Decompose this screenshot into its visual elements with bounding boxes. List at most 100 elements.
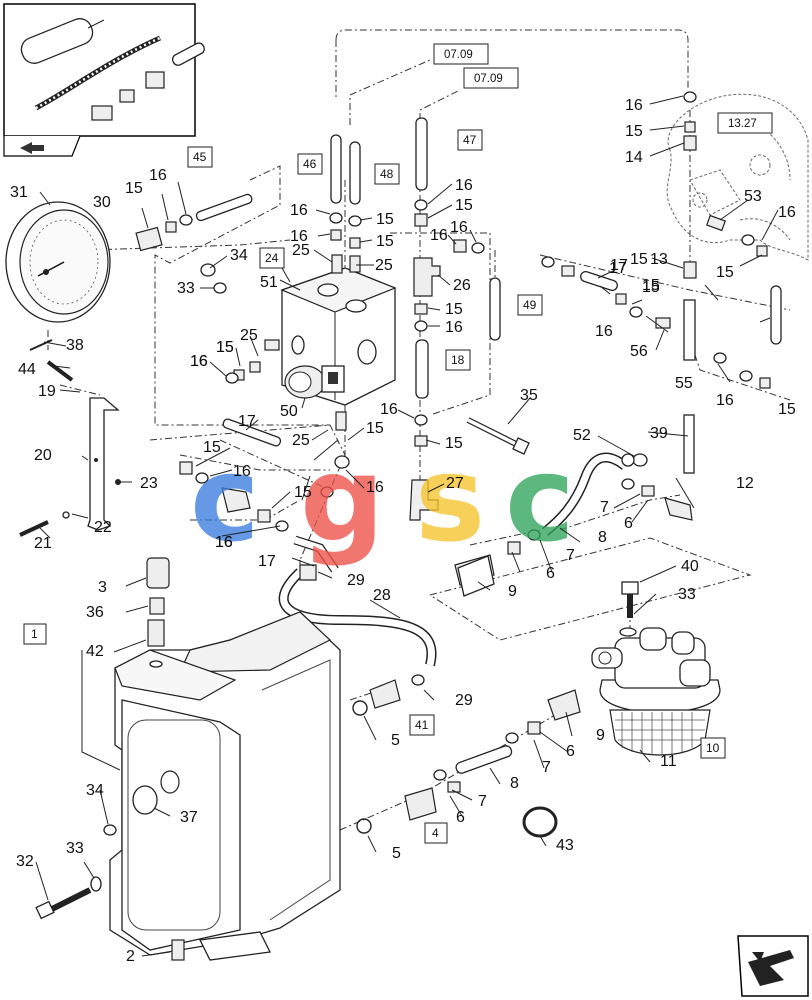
callout: 16	[190, 353, 208, 370]
callout: 15	[455, 197, 473, 214]
callout: 17	[238, 413, 256, 430]
watermark-letter-4: c	[505, 430, 575, 568]
callout: 50	[280, 403, 298, 420]
callout: 6	[546, 565, 555, 582]
callout: 40	[681, 558, 699, 575]
callout: 11	[660, 753, 677, 770]
callout: 19	[38, 383, 56, 400]
callout: 16	[380, 401, 398, 418]
watermark-letter-1: c	[190, 430, 260, 568]
reference-tags: 07.09 07.09 13.27	[433, 43, 773, 134]
callout: 22	[94, 519, 112, 536]
boxed-label: 41	[415, 718, 429, 732]
watermark-logo: c g s c	[190, 430, 575, 568]
ref-tag: 07.09	[474, 73, 503, 85]
callout: 51	[260, 274, 278, 291]
callout: 7	[478, 793, 487, 810]
callout: 34	[230, 247, 248, 264]
adapters	[457, 555, 495, 597]
callout: 16	[716, 392, 734, 409]
callout: 2	[126, 948, 135, 965]
page-forward-arrow-icon[interactable]	[737, 935, 809, 997]
callout: 15	[716, 264, 734, 281]
callout: 39	[650, 425, 668, 442]
callout: 17	[609, 260, 627, 277]
callout: 15	[203, 439, 221, 456]
callout: 23	[140, 475, 158, 492]
callout: 44	[18, 361, 36, 378]
callout: 34	[86, 782, 104, 799]
callout: 15	[216, 339, 234, 356]
callout: 9	[596, 727, 605, 744]
callout: 42	[86, 643, 104, 660]
callout: 15	[216, 339, 234, 356]
boxed-label: 4	[432, 826, 439, 840]
callout: 7	[566, 547, 575, 564]
callout-numbers: 16 15 14 3 1 30 15 16 16 16 15 15 16 15 1…	[10, 97, 796, 965]
callout: 3	[98, 579, 107, 596]
watermark-letter-3: s	[415, 430, 485, 568]
callout: 16	[366, 479, 384, 496]
callout: 15	[445, 301, 463, 318]
callout: 15	[642, 277, 660, 294]
callout: 56	[630, 343, 648, 360]
callout: 38	[66, 337, 84, 354]
callout: 5	[391, 732, 400, 749]
callout: 5	[392, 845, 401, 862]
callout: 15	[294, 484, 312, 501]
callout: 7	[542, 759, 551, 776]
callout: 14	[625, 149, 643, 166]
callout: 6	[456, 809, 465, 826]
callout: 53	[744, 188, 762, 205]
callout: 43	[556, 837, 574, 854]
callout: 6	[566, 743, 575, 760]
callout: 33	[66, 840, 84, 857]
callout: 37	[180, 809, 198, 826]
boxed-labels: 45 46 48 47 24 49 18 1 41 4 10	[23, 129, 726, 844]
callout: 15	[625, 123, 643, 140]
callout: 33	[177, 280, 195, 297]
callout: 15	[376, 233, 394, 250]
callout: 12	[736, 475, 754, 492]
callout: 17	[610, 257, 628, 274]
callout: 16	[149, 167, 167, 184]
boxed-label: 47	[463, 133, 477, 147]
callout: 6	[624, 515, 633, 532]
valve-block	[264, 254, 397, 431]
callout: 30	[93, 194, 111, 211]
callout: 8	[598, 529, 607, 546]
boxed-label: 10	[706, 741, 720, 755]
boxed-label: 1	[31, 627, 38, 641]
callout: 25	[292, 242, 310, 259]
callout: 52	[573, 427, 591, 444]
callout: 17	[258, 553, 276, 570]
callout: 26	[453, 277, 471, 294]
callout: 16	[190, 353, 208, 370]
callout: 15	[125, 180, 143, 197]
leader-lines	[35, 95, 779, 957]
page-back-arrow-icon	[20, 142, 44, 154]
boxed-label: 46	[303, 157, 317, 171]
inset-kit-parts-icon	[3, 3, 205, 157]
callout: 16	[450, 219, 468, 236]
callout: 16	[595, 323, 613, 340]
callout: 29	[347, 572, 365, 589]
callout: 16	[455, 177, 473, 194]
callout: 55	[675, 375, 693, 392]
callout: 16	[625, 97, 643, 114]
callout: 16	[215, 534, 233, 551]
callout: 15	[376, 211, 394, 228]
callout: 16	[290, 202, 308, 219]
boxed-label: 45	[193, 150, 207, 164]
callout: 20	[34, 447, 52, 464]
mounting-bracket	[87, 397, 120, 531]
callout: 16	[445, 319, 463, 336]
callout: 15	[630, 251, 648, 268]
callout: 27	[446, 475, 464, 492]
callout: 21	[34, 535, 52, 552]
callout: 15	[366, 420, 384, 437]
callout: 13	[650, 251, 668, 268]
callout: 36	[86, 604, 104, 621]
callout: 15	[642, 279, 660, 296]
